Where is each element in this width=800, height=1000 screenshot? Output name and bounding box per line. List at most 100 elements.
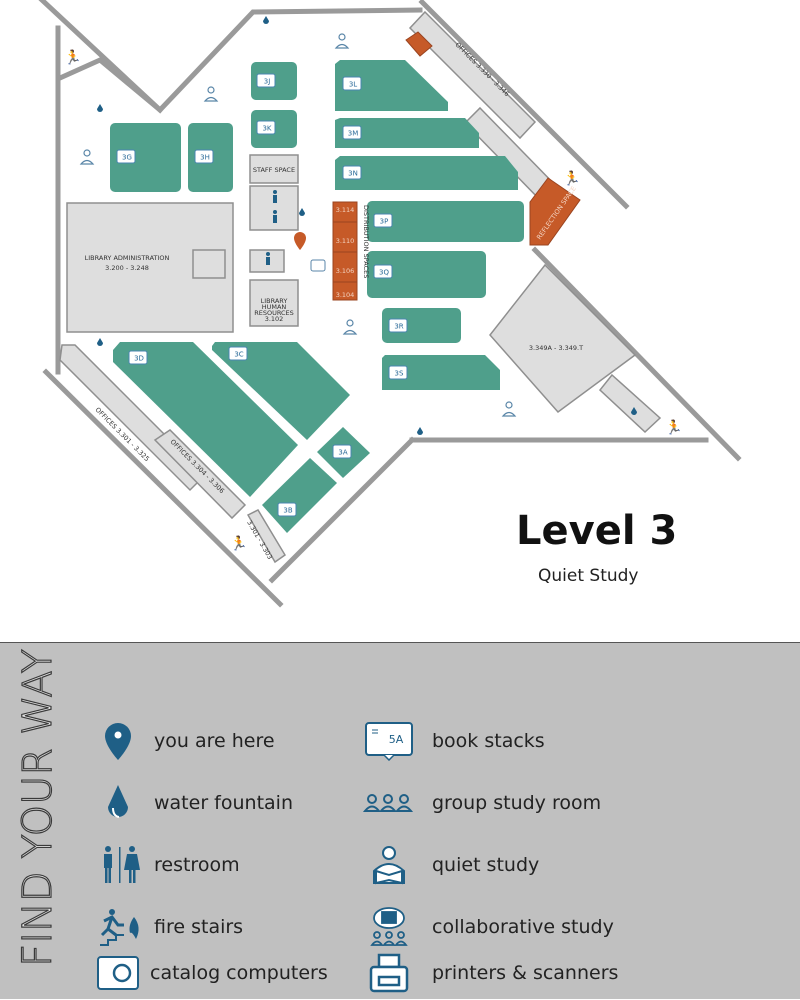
water-drop-icon [97,16,637,435]
stack-tag-3l: 3L [342,76,362,91]
restroom-icon [266,190,277,265]
stack-tag-3c: 3C [228,346,248,361]
svg-text:🏃: 🏃 [563,170,580,187]
legend-item-water-fountain: water fountain [98,783,293,823]
legend-label: collaborative study [432,916,614,938]
svg-text:3D: 3D [134,355,144,363]
big-room-label: 3.349A - 3.349.T [529,344,583,352]
svg-text:🏃: 🏃 [64,49,81,66]
svg-text:3P: 3P [380,218,389,226]
water-drop-icon [108,785,128,818]
legend-label: printers & scanners [432,962,619,984]
legend-item-you-are-here: you are here [98,721,275,761]
group-study-3-338 [405,31,433,57]
legend-label: you are here [154,730,275,752]
legend-item-group-study-room: group study room [362,783,601,823]
you-are-here-icon [294,232,306,250]
library-administration [66,202,234,333]
legend-item-book-stacks: 5A book stacks [362,721,545,761]
svg-text:3B: 3B [283,507,292,515]
legend-item-catalog-computers: catalog computers [94,953,328,993]
stairwell [192,249,226,279]
svg-text:3S: 3S [395,370,404,378]
group-study-3-106 [332,251,358,283]
legend-label: quiet study [432,854,540,876]
legend-item-collaborative-study: collaborative study [362,907,614,947]
stack-tag-3k: 3K [256,120,276,135]
book-stack-icon: 5A [365,722,413,761]
quiet-study-icon [373,846,405,885]
stack-tag-3r: 3R [388,318,408,333]
printer-icon [369,953,409,993]
legend-panel: FIND YOUR WAY you are here water fountai… [0,642,800,999]
svg-text:5A: 5A [389,733,404,746]
room-3-349 [489,263,637,414]
stack-tag-3d: 3D [128,350,148,365]
level-title: Level 3 [516,508,678,554]
legend-label: fire stairs [154,916,244,938]
legend-label: catalog computers [150,962,328,984]
group-study-3-104 [332,281,358,301]
hr-label-2: HUMAN [262,303,287,311]
svg-text:3H: 3H [200,154,210,162]
legend-label: water fountain [154,792,293,814]
restroom-icon [104,846,140,883]
stack-tag-3g: 3G [116,149,136,164]
legend-item-fire-stairs: fire stairs [98,907,243,947]
stack-tag-3b: 3B [277,502,297,517]
legend-item-printers-scanners: printers & scanners [362,953,618,993]
legend-heading: FIND YOUR WAY [14,648,61,967]
svg-text:3Q: 3Q [379,269,389,277]
level-subtitle: Quiet Study [538,566,639,586]
svg-text:3A: 3A [338,449,347,457]
map-pin-icon [105,723,131,760]
svg-text:3N: 3N [348,170,358,178]
svg-text:3M: 3M [348,130,359,138]
stack-tag-3h: 3H [194,149,214,164]
group-study-icon [362,794,414,812]
svg-text:🏃: 🏃 [665,419,682,436]
offices-ne [408,10,537,140]
hr-label-3: RESOURCES [254,309,294,317]
book-stacks [110,60,524,533]
staff-space-label: STAFF SPACE [253,166,295,174]
stack-tag-3p: 3P [373,213,393,228]
legend-label: group study room [432,792,602,814]
stack-tag-3j: 3J [256,73,276,88]
legend-item-quiet-study: quiet study [362,845,539,885]
distribution-label: DISTRIBUTION SPACES [362,205,370,278]
stack-tags: 3J 3K 3G 3H 3L 3M 3N 3P 3Q 3R 3S 3D 3C 3A 3B [116,73,408,517]
map-icons: 🏃 🏃 🏃 🏃 [64,16,682,552]
library-human-resources [249,279,299,327]
group-room-label: 3.106 [336,267,355,275]
floor-map: 3J 3K 3G 3H 3L 3M 3N 3P 3Q 3R 3S 3D 3C 3A 3B LIBRARY A… [38,0,742,608]
stack-tag-3n: 3N [342,165,362,180]
svg-text:3L: 3L [349,81,357,89]
collaborative-study-icon [370,907,408,946]
svg-text:3G: 3G [122,154,132,162]
fire-stairs-icon: 🏃 🏃 🏃 🏃 [64,49,682,552]
library-admin-label: LIBRARY ADMINISTRATION [85,254,170,262]
legend-label: book stacks [432,730,545,752]
legend-label: restroom [154,854,240,876]
stack-tag-3q: 3Q [373,264,393,279]
stack-tag-3s: 3S [388,365,408,380]
svg-text:3R: 3R [394,323,403,331]
hr-label-1: LIBRARY [261,297,288,305]
legend-item-restroom: restroom [98,845,240,885]
library-admin-range: 3.200 - 3.248 [105,264,149,272]
svg-text:🏃: 🏃 [230,535,247,552]
catalog-computer-icon [310,259,326,272]
fire-stairs-icon [100,909,139,946]
svg-text:3J: 3J [264,78,271,86]
group-room-label: 3.114 [336,206,355,214]
svg-text:3K: 3K [262,125,271,133]
offices-sw-2 [153,429,247,520]
reflection-space [529,177,581,246]
group-room-label: 3.110 [336,237,355,245]
stack-tag-3a: 3A [332,444,352,459]
offices-sw-3 [246,509,287,564]
hr-label-4: 3.102 [265,315,284,323]
stack-tag-3m: 3M [342,125,362,140]
svg-text:3C: 3C [234,351,243,359]
